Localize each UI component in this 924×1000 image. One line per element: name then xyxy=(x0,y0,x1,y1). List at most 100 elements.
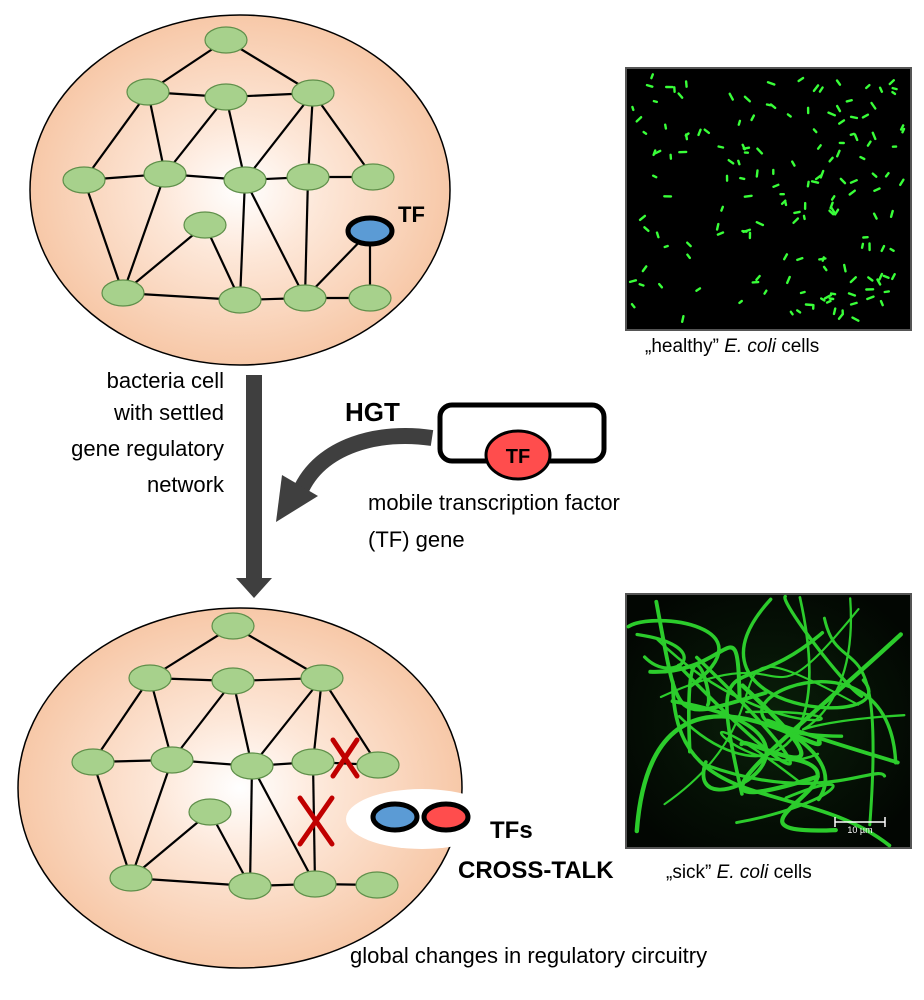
svg-text:network: network xyxy=(147,472,225,497)
healthy-cell-rod xyxy=(792,217,800,225)
healthy-cell-rod xyxy=(756,147,764,155)
healthy-cell-rod xyxy=(750,114,756,122)
healthy-cell-rod xyxy=(865,83,871,90)
healthy-cell-rod xyxy=(835,104,842,113)
healthy-cell-rod xyxy=(849,132,856,137)
healthy-cell-rod xyxy=(872,212,878,220)
healthy-cells-dots xyxy=(628,73,906,323)
healthy-cell-rod xyxy=(870,101,877,110)
svg-text:with settled: with settled xyxy=(113,400,224,425)
healthy-cell-rod xyxy=(727,158,735,165)
healthy-cell-rod xyxy=(866,140,872,147)
healthy-cell-rod xyxy=(703,128,711,135)
healthy-cell-rod xyxy=(715,222,720,231)
broken-link-crosses xyxy=(297,737,360,847)
healthy-cell-rod xyxy=(799,290,806,295)
healthy-cell-rod xyxy=(825,299,832,304)
healthy-cell-rod xyxy=(828,156,834,163)
healthy-cell-rod xyxy=(802,214,806,221)
healthy-cell-rod xyxy=(755,169,759,178)
healthy-cell-rod xyxy=(830,195,836,201)
healthy-cell-rod xyxy=(873,187,881,193)
healthy-cell-rod xyxy=(635,115,643,123)
healthy-cell-rod xyxy=(838,119,846,125)
sick-caption: „sick” E. coli cells xyxy=(666,862,812,883)
healthy-cell-rod xyxy=(655,231,660,239)
healthy-cell-rod xyxy=(860,242,865,249)
healthy-cell-rod xyxy=(810,180,820,184)
healthy-cell-rod xyxy=(832,307,837,316)
healthy-cell-rod xyxy=(871,172,878,178)
healthy-cell-rod xyxy=(755,274,761,281)
healthy-cell-rod xyxy=(793,210,801,215)
healthy-cell-rod xyxy=(849,115,859,120)
healthy-cell-rod xyxy=(888,79,895,86)
healthy-cell-rod xyxy=(847,292,857,297)
healthy-cell-rod xyxy=(638,283,645,287)
healthy-cell-rod xyxy=(818,86,824,93)
healthy-cell-rod xyxy=(763,289,768,295)
healthy-cell-rod xyxy=(859,155,866,161)
hgt-arrow xyxy=(276,427,434,522)
scale-bar: 10 µm xyxy=(834,817,886,835)
healthy-cell-rod xyxy=(843,263,847,273)
sick-cell-filament xyxy=(765,718,900,802)
sick-cell-filament xyxy=(735,783,835,825)
healthy-cell-rod xyxy=(766,80,776,86)
healthy-cell-rod xyxy=(697,128,702,137)
sick-cell-filament xyxy=(635,632,686,670)
healthy-cell-rod xyxy=(658,282,664,289)
healthy-cell-rod xyxy=(791,160,796,167)
sick-cell-filament xyxy=(780,755,838,833)
sick-cell-filament xyxy=(663,665,860,806)
healthy-cell-rod xyxy=(717,145,725,149)
healthy-cell-rod xyxy=(630,303,636,309)
healthy-cell-rod xyxy=(765,103,772,107)
healthy-cell-rod xyxy=(822,265,828,272)
healthy-cell-rod xyxy=(836,149,841,158)
healthy-cell-rod xyxy=(738,299,743,305)
healthy-cell-rod xyxy=(686,241,692,248)
healthy-cell-rod xyxy=(677,92,684,99)
sick-cell-filament xyxy=(687,663,711,754)
healthy-cell-rod xyxy=(828,297,835,301)
scale-bar-label: 10 µm xyxy=(847,825,872,835)
healthy-cell-rod xyxy=(684,80,688,88)
crosstalk-tf-red xyxy=(421,801,471,833)
healthy-cell-rod xyxy=(652,99,658,104)
sick-cell-filament xyxy=(802,597,906,731)
healthy-cell-rod xyxy=(853,133,859,142)
plasmid-tf-label: TF xyxy=(506,446,530,468)
healthy-cell-rod xyxy=(884,171,890,178)
healthy-cell-rod xyxy=(796,309,802,314)
healthy-cell-rod xyxy=(684,133,689,141)
healthy-cell-rod xyxy=(638,214,647,222)
healthy-cell-rod xyxy=(899,124,905,131)
healthy-cell-rod xyxy=(797,76,805,83)
healthy-cell-rod xyxy=(650,73,654,80)
healthy-cell-rod xyxy=(812,128,818,134)
sick-cell-filament xyxy=(719,730,820,785)
healthy-cell-rod xyxy=(755,220,765,227)
healthy-cell-rod xyxy=(769,103,777,110)
healthy-cell-rod xyxy=(878,272,884,281)
healthy-cell-rod xyxy=(833,208,840,216)
healthy-cell-rod xyxy=(848,189,856,196)
bottom-network-nodes xyxy=(71,612,400,900)
healthy-cell-rod xyxy=(820,297,826,302)
global-changes-label: global changes in regulatory circuitry xyxy=(350,943,707,968)
healthy-cell-rod xyxy=(871,131,877,141)
healthy-caption: „healthy” E. coli cells xyxy=(645,336,819,357)
healthy-cell-rod xyxy=(772,183,780,189)
healthy-microscopy-image xyxy=(625,67,912,331)
healthy-cell-rod xyxy=(849,301,858,306)
healthy-cell-rod xyxy=(851,316,860,322)
healthy-cell-rod xyxy=(876,278,882,286)
top-tf-node xyxy=(345,215,395,247)
healthy-cell-rod xyxy=(878,86,884,93)
svg-text:gene regulatory: gene regulatory xyxy=(71,436,224,461)
healthy-cell-rod xyxy=(720,205,724,212)
healthy-cell-rod xyxy=(741,143,746,151)
healthy-cell-rod xyxy=(829,201,834,210)
